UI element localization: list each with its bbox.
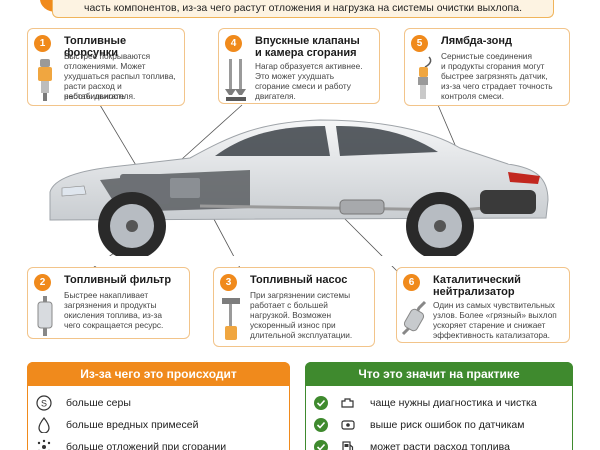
cause-text: больше отложений при сгорании — [66, 441, 227, 450]
callout-text-line-1: Один из самых чувствительных — [433, 300, 555, 310]
callout-text-line-4: из-за чего страдает точность — [441, 81, 553, 91]
callout-text-line-5: работы двигателя. — [64, 91, 136, 101]
callout-text-line-1: Быстрее накапливает — [64, 290, 149, 300]
engine-icon — [341, 398, 354, 408]
callout-text-line-4: двигателя. — [255, 91, 296, 101]
callout-lambda-sensor: 5 Лямбда-зонд Сернистые соединения и про… — [404, 28, 570, 106]
callout-number-badge: 1 — [34, 35, 51, 52]
callout-text-line-3: ускоряет старение и снижает — [433, 320, 546, 330]
callout-title: Топливные форсунки — [64, 35, 127, 59]
callout-text-line-1: Сернистые соединения — [441, 51, 532, 61]
callout-text-line-5: контроля смеси. — [441, 91, 504, 101]
cause-text: больше вредных примесей — [66, 419, 199, 431]
causes-list: S больше серы больше вредных примесей бо… — [36, 393, 283, 450]
callout-text-line-1: Нагар образуется активнее. — [255, 61, 363, 71]
callout-text-line-1: Быстрее покрываются — [64, 51, 151, 61]
callout-title: Топливный фильтр — [64, 274, 172, 286]
callout-intake-valves: 4 Впускные клапаны и камера сгорания Наг… — [218, 28, 380, 104]
callout-text-line-4: ускоренный износ при — [250, 320, 336, 330]
intro-banner-text: часть компонентов, из-за чего растут отл… — [84, 2, 522, 14]
callout-catalytic-converter: 6 Каталитический нейтрализатор Один из с… — [396, 267, 570, 343]
callout-text-line-2: загрязнения и продукты — [64, 300, 157, 310]
drop-icon — [38, 417, 50, 433]
callout-number-badge: 3 — [220, 274, 237, 291]
deposits-icon — [37, 439, 51, 450]
callout-text-line-2: Это может ухудшать — [255, 71, 335, 81]
practice-text: может расти расход топлива — [370, 441, 510, 450]
callout-title: Впускные клапаны и камера сгорания — [255, 35, 373, 59]
check-icon — [314, 396, 328, 410]
car-cutaway-illustration — [40, 108, 560, 266]
list-item: больше вредных примесей — [36, 415, 283, 435]
callout-text-line-3: окисления топлива, из-за — [64, 310, 162, 320]
callout-text-line-2: узлов. Более «грязный» выхлоп — [433, 310, 557, 320]
callout-text-line-2: и продукты сгорания могут — [441, 61, 545, 71]
intro-banner: часть компонентов, из-за чего растут отл… — [52, 0, 554, 18]
callout-text-line-4: чего сокращается ресурс. — [64, 320, 164, 330]
list-item: выше риск ошибок по датчикам — [314, 415, 566, 435]
list-item: чаще нужны диагностика и чистка — [314, 393, 566, 413]
callout-text-line-3: ухудшаться распыл топлива, — [64, 71, 176, 81]
callout-number-badge: 6 — [403, 274, 420, 291]
callout-title: Топливный насос — [250, 274, 348, 286]
lambda-sensor-icon — [418, 56, 432, 99]
practice-panel: Что это значит на практике чаще нужны ди… — [305, 362, 573, 450]
list-item: может расти расход топлива — [314, 437, 566, 450]
practice-text: выше риск ошибок по датчикам — [370, 419, 525, 431]
callout-text-line-4: эффективность катализатора. — [433, 330, 550, 340]
practice-header: Что это значит на практике — [305, 362, 573, 386]
fuel-injector-icon — [38, 59, 52, 101]
catalytic-converter-icon — [401, 300, 427, 336]
callout-text-line-4: расти расход и нестабильность — [64, 81, 126, 102]
cause-text: больше серы — [66, 397, 131, 409]
callout-text-line-1: При загрязнении системы — [250, 290, 351, 300]
callout-title-line-1: Каталитический — [433, 274, 521, 286]
causes-panel: Из-за чего это происходит S больше серы … — [27, 362, 290, 450]
intake-valves-icon — [225, 59, 246, 101]
fuel-filter-icon — [37, 296, 53, 336]
practice-text: чаще нужны диагностика и чистка — [370, 397, 537, 409]
callout-fuel-injectors: 1 Топливные форсунки Быстрее покрываются… — [27, 28, 185, 106]
callout-text-line-2: работает с большей — [250, 300, 328, 310]
callout-number-badge: 5 — [411, 35, 428, 52]
callout-fuel-pump: 3 Топливный насос При загрязнении систем… — [213, 267, 375, 347]
list-item: больше отложений при сгорании — [36, 437, 283, 450]
check-icon — [314, 418, 328, 432]
callout-text-line-3: сгорание смеси и работу — [255, 81, 351, 91]
callout-fuel-filter: 2 Топливный фильтр Быстрее накапливает з… — [27, 267, 190, 339]
callout-title: Каталитический нейтрализатор — [433, 274, 563, 298]
callout-number-badge: 2 — [34, 274, 51, 291]
callout-title-line-2: нейтрализатор — [433, 286, 515, 298]
fuel-station-icon — [342, 441, 354, 450]
callout-title-line-2: и камера сгорания — [255, 47, 357, 59]
car-image — [40, 119, 560, 266]
fuel-pump-icon — [222, 298, 240, 340]
svg-text:S: S — [41, 399, 47, 409]
sulfur-icon: S — [36, 395, 52, 411]
practice-list: чаще нужны диагностика и чистка выше рис… — [314, 393, 566, 450]
callout-text-line-5: длительной эксплуатации. — [250, 330, 353, 340]
causes-header: Из-за чего это происходит — [27, 362, 290, 386]
callout-title: Лямбда-зонд — [441, 35, 512, 47]
sensor-warning-icon — [341, 420, 355, 430]
callout-number-badge: 4 — [225, 35, 242, 52]
callout-text-line-2: отложениями. Может — [64, 61, 146, 71]
callout-title-line-1: Впускные клапаны — [255, 35, 360, 47]
check-icon — [314, 440, 328, 450]
list-item: S больше серы — [36, 393, 283, 413]
callout-text-line-3: нагрузкой. Возможен — [250, 310, 332, 320]
callout-text-line-3: быстрее загрязнять датчик, — [441, 71, 548, 81]
